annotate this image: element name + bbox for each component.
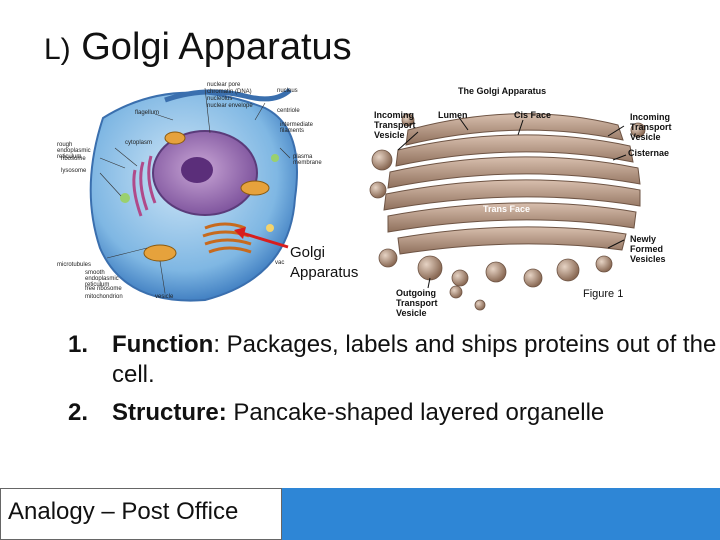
label-flagellum: flagellum xyxy=(135,110,160,116)
incoming-left-line-1: Incoming xyxy=(374,110,414,120)
label-chromatin: chromatin (DNA) xyxy=(207,89,252,95)
label-ribosome: ribosome xyxy=(61,156,86,162)
label-incoming-vesicle-right: Incoming Transport Vesicle xyxy=(630,112,672,142)
golgi-callout-label: Golgi Apparatus xyxy=(290,243,358,283)
callout-arrow-icon xyxy=(234,227,289,249)
item-number: 2. xyxy=(68,399,89,426)
outgoing-line-3: Vesicle xyxy=(396,308,427,318)
label-nuclear-pore: nuclear pore xyxy=(207,82,241,88)
golgi-illustration xyxy=(369,113,646,311)
incoming-left-line-3: Vesicle xyxy=(374,130,405,140)
label-nuclear-envelope: nuclear envelope xyxy=(207,103,253,109)
newly-line-3: Vesicles xyxy=(630,254,666,264)
item-number: 1. xyxy=(68,331,89,358)
label-plasma-membrane: plasma membrane xyxy=(293,154,322,166)
animal-cell-diagram: flagellum nuclear pore chromatin (DNA) n… xyxy=(55,78,355,308)
newly-line-1: Newly xyxy=(630,234,657,244)
label-lumen: Lumen xyxy=(438,110,468,120)
item-text: : Packages, labels and ships proteins ou… xyxy=(112,331,717,388)
callout-line-1: Golgi xyxy=(290,244,326,261)
label-cis-face: Cis Face xyxy=(514,110,552,120)
item-label: Structure: xyxy=(112,399,227,426)
label-nucleolus: nucleolus xyxy=(207,96,233,102)
label-lysosome: lysosome xyxy=(61,168,87,174)
golgi-apparatus-figure: The Golgi Apparatus Incoming Transport V… xyxy=(368,80,678,318)
label-free-ribosome: free ribosome xyxy=(85,286,122,292)
callout-line-2: Apparatus xyxy=(290,264,359,281)
list-item-function: 1. Function: Packages, labels and ships … xyxy=(68,330,720,390)
label-vacuole: vac xyxy=(275,260,285,266)
label-trans-face: Trans Face xyxy=(483,204,531,214)
outgoing-line-2: Transport xyxy=(396,298,438,308)
incoming-right-line-1: Incoming xyxy=(630,112,670,122)
label-cisternae: Cisternae xyxy=(628,148,670,158)
label-incoming-vesicle-left: Incoming Transport Vesicle xyxy=(374,110,416,140)
slide-title: L) Golgi Apparatus xyxy=(44,26,352,69)
label-newly-formed-vesicles: Newly Formed Vesicles xyxy=(630,234,666,264)
label-cytoplasm: cytoplasm xyxy=(125,140,153,146)
label-vesicle: vesicle xyxy=(155,294,174,300)
list-item-structure: 2. Structure: Pancake-shaped layered org… xyxy=(68,398,720,428)
item-text: Pancake-shaped layered organelle xyxy=(226,399,605,426)
cell-illustration xyxy=(89,87,298,302)
golgi-figure-title: The Golgi Apparatus xyxy=(458,86,547,96)
label-microtubules: microtubules xyxy=(57,262,92,268)
label-nucleus: nucleus xyxy=(277,88,298,94)
label-rough-er: rough endoplasmic reticulum xyxy=(57,142,91,160)
label-smooth-er: smooth endoplasmic reticulum xyxy=(85,270,119,288)
incoming-left-line-2: Transport xyxy=(374,120,416,130)
incoming-right-line-2: Transport xyxy=(630,122,672,132)
label-intermediate-filaments: intermediate filaments xyxy=(280,122,314,134)
outgoing-line-1: Outgoing xyxy=(396,288,436,298)
content-list: 1. Function: Packages, labels and ships … xyxy=(68,330,720,436)
newly-line-2: Formed xyxy=(630,244,664,254)
label-mitochondrion: mitochondrion xyxy=(85,294,123,300)
figure-caption: Figure 1 xyxy=(583,288,624,300)
label-outgoing-vesicle: Outgoing Transport Vesicle xyxy=(396,288,438,318)
label-centriole: centriole xyxy=(277,108,300,114)
title-letter: L) xyxy=(44,33,71,66)
title-text: Golgi Apparatus xyxy=(81,26,352,68)
item-label: Function xyxy=(112,331,214,358)
incoming-right-line-3: Vesicle xyxy=(630,132,661,142)
analogy-box: Analogy – Post Office xyxy=(0,488,282,540)
